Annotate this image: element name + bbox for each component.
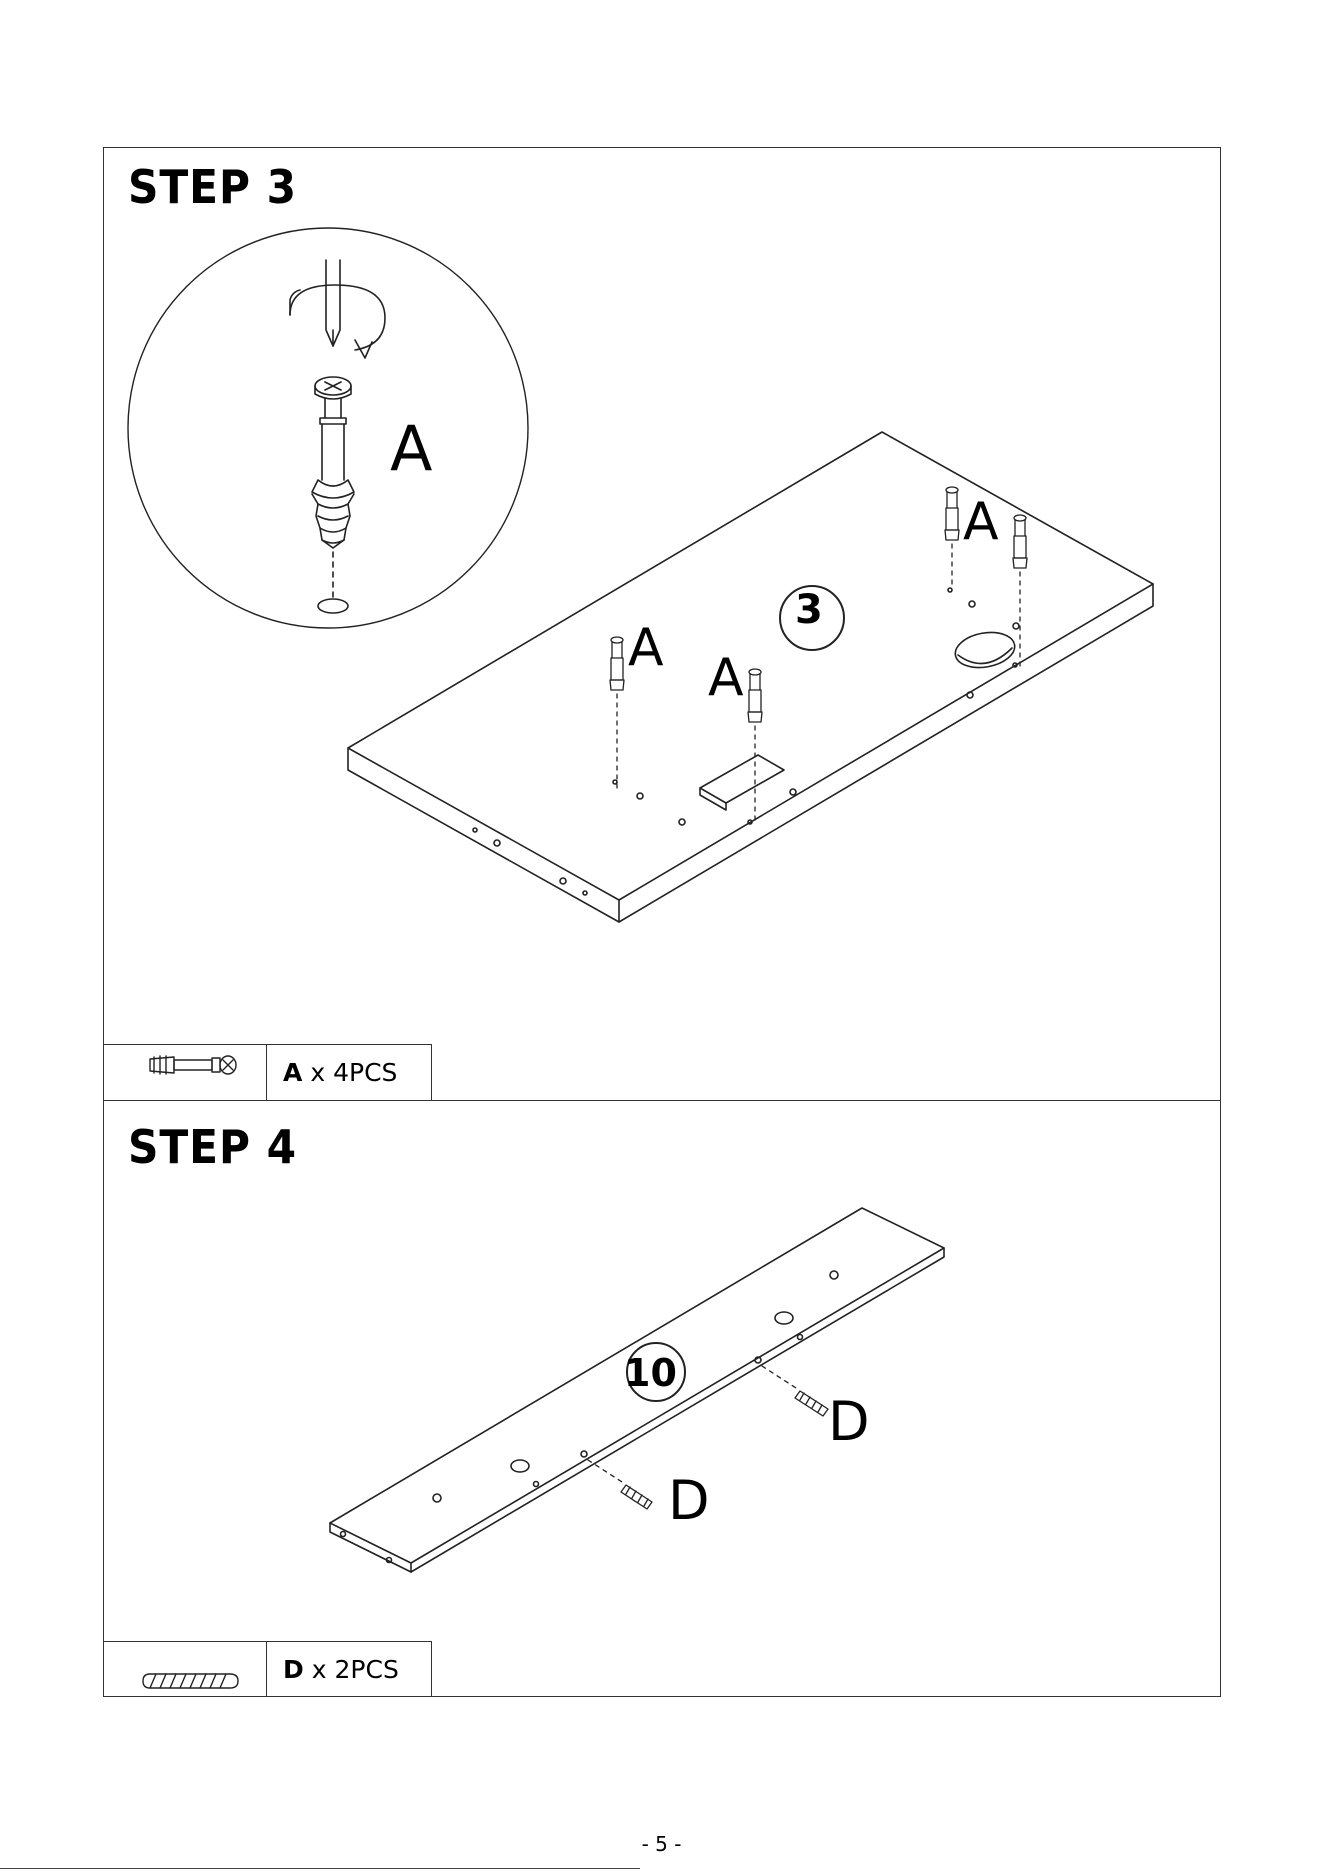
part-label-a-1: A [628,622,664,674]
step-4-parts-icon-cell [103,1642,267,1697]
page-number: - 5 - [0,1832,1323,1856]
part-label-d-1: D [828,1395,870,1449]
drill-hole [318,599,348,613]
part-label-d-2: D [668,1474,710,1528]
screwdriver-icon [326,260,340,346]
step-3-parts-icon-cell [103,1045,267,1100]
detail-label-a: A [390,418,432,480]
step-3-parts-label: A x 4PCS [267,1045,431,1100]
cam-bolt-large-icon [312,377,354,548]
parts-quantity: x 4PCS [310,1058,397,1087]
part-label-a-3: A [963,496,999,548]
step-3-parts-box: A x 4PCS [103,1044,432,1100]
panel-3-number: 3 [795,590,823,630]
cam-bolt-detail-callout [128,228,528,628]
parts-letter: D [283,1655,304,1684]
part-label-a-2: A [708,652,744,704]
step-4-parts-box: D x 2PCS [103,1641,432,1697]
rotation-arrow-icon [290,285,385,358]
parts-letter: A [283,1058,302,1087]
step-4-parts-label: D x 2PCS [267,1642,431,1697]
parts-quantity: x 2PCS [312,1655,399,1684]
bottom-rule [0,1868,640,1869]
panel-10-number: 10 [624,1354,677,1392]
